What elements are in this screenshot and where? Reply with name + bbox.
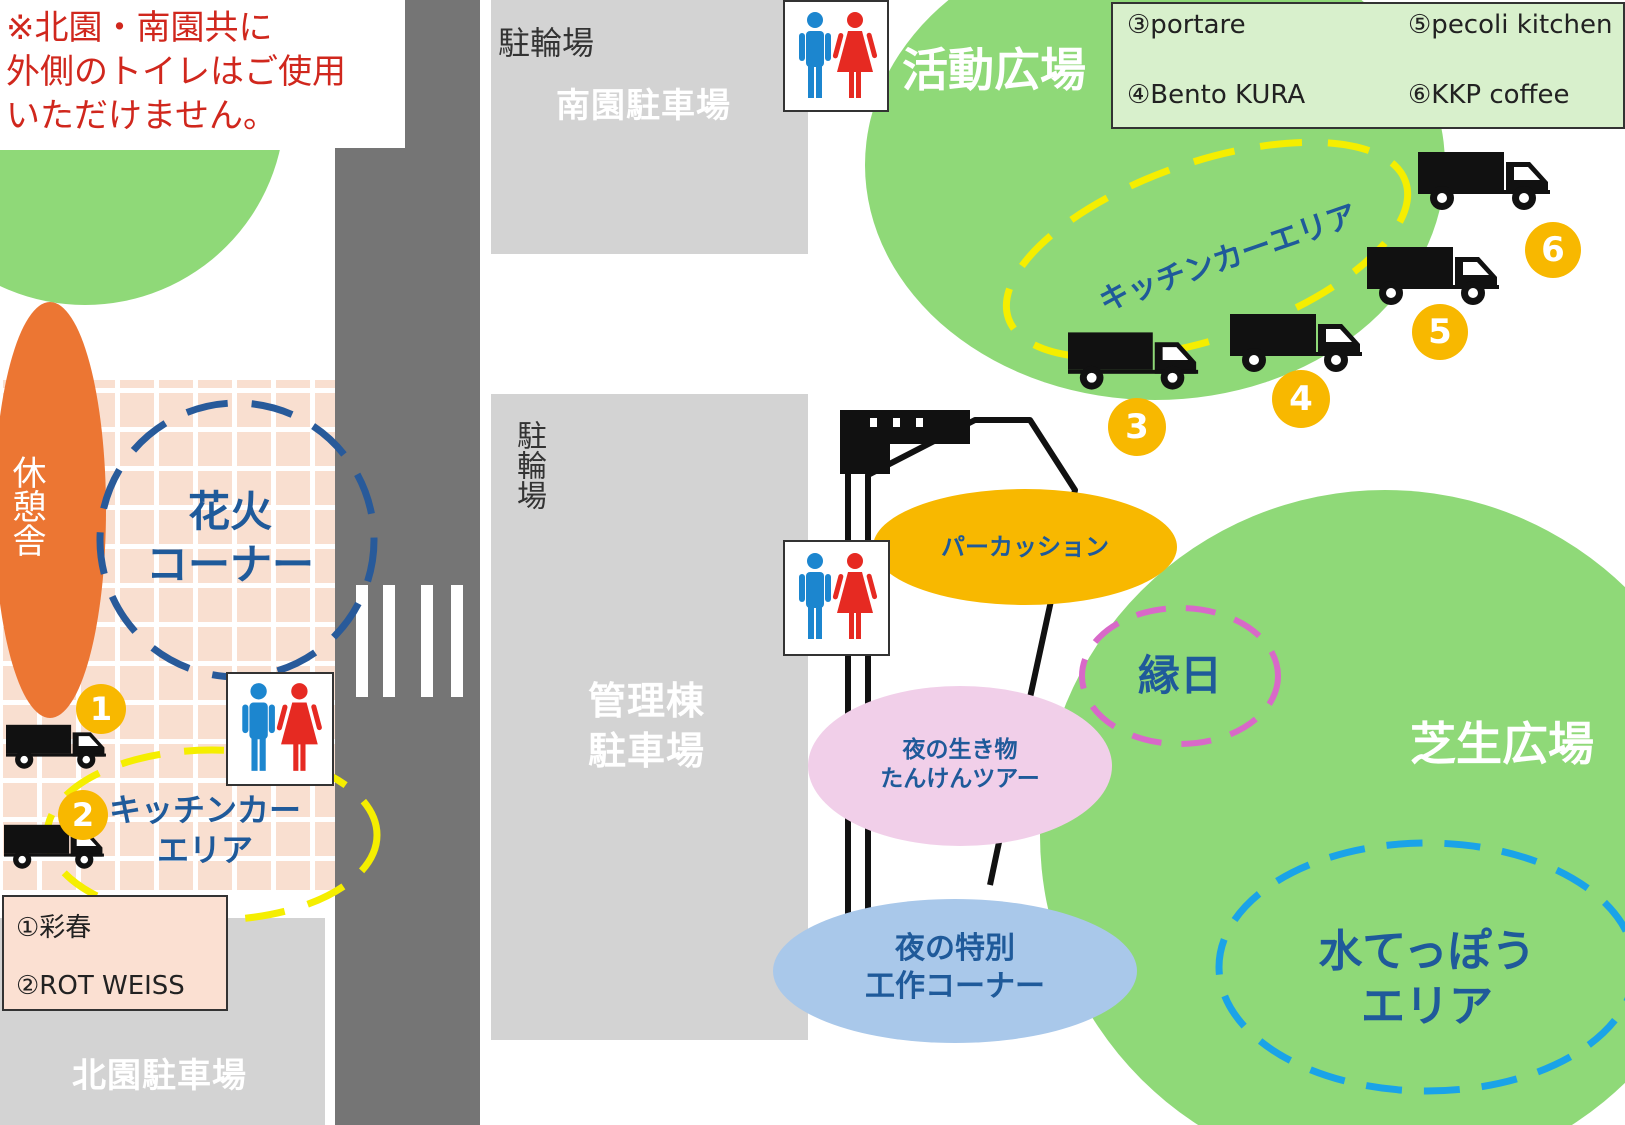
road-top (405, 0, 480, 150)
south-parking-lot (491, 0, 808, 254)
notice-line: ※北園・南園共に (6, 8, 273, 48)
rest-house-label: 休憩舎 (6, 455, 46, 557)
legend-item: ①彩春 (16, 913, 92, 943)
crosswalk-stripe (451, 585, 463, 697)
kitchen-car-legend-east: ③portare ⑤pecoli kitchen ④Bento KURA ⑥KK… (1111, 2, 1625, 129)
bicycle-parking-vertical-label: 駐輪場 (511, 420, 546, 510)
admin-building-roof (840, 410, 970, 444)
water-gun-area-label: 水てっぽう エリア (1318, 926, 1536, 1032)
kitchen-car-badge-2: 2 (58, 790, 108, 840)
kitchen-car-legend-west: ①彩春 ②ROT WEISS (2, 895, 228, 1011)
kitchen-car-west-label: キッチンカー エリア (108, 791, 301, 869)
night-creatures-area (808, 686, 1112, 846)
kitchen-car-icon (1367, 247, 1499, 305)
restroom-icon (785, 542, 885, 652)
kitchen-car-badge-3: 3 (1108, 398, 1166, 456)
kitchen-car-badge-5: 5 (1412, 304, 1468, 360)
crosswalk-stripe (383, 585, 395, 697)
lawn-plaza-label: 芝生広場 (1410, 717, 1594, 771)
north-parking-label: 北園駐車場 (72, 1056, 247, 1096)
admin-parking-lot (491, 394, 808, 1040)
kitchen-car-badge-1: 1 (76, 684, 126, 734)
admin-parking-label-line2: 駐車場 (588, 729, 706, 773)
rest-house (0, 302, 106, 718)
kitchen-car-badge-4: 4 (1272, 370, 1330, 428)
fireworks-corner-label: 花火 コーナー (145, 487, 314, 589)
legend-item: ④Bento KURA (1127, 80, 1306, 110)
ennichi-label: 縁日 (1137, 651, 1222, 700)
crosswalk-stripe (421, 585, 433, 697)
restroom-notice: ※北園・南園共に 外側のトイレはご使用 いただけません。 (0, 0, 405, 148)
legend-item: ⑥KKP coffee (1408, 80, 1570, 110)
south-parking-label: 南園駐車場 (556, 86, 731, 126)
legend-item: ⑤pecoli kitchen (1408, 10, 1613, 40)
admin-parking-label-line1: 管理棟 (588, 679, 706, 723)
ennichi-dashed-area (1079, 605, 1281, 747)
percussion-area (873, 489, 1177, 605)
water-gun-dashed-area (1215, 839, 1625, 1095)
restroom-north (226, 672, 334, 786)
restroom-admin (783, 540, 890, 656)
lawn-plaza-green (1040, 490, 1625, 1125)
notice-line: いただけません。 (6, 96, 277, 136)
crosswalk-stripe (356, 585, 368, 697)
restroom-top (783, 0, 889, 112)
notice-line: 外側のトイレはご使用 (6, 52, 346, 92)
activity-plaza-label: 活動広場 (902, 43, 1086, 97)
restroom-icon (785, 2, 885, 110)
main-road (335, 0, 480, 1125)
legend-item: ③portare (1127, 10, 1246, 40)
bicycle-parking-label: 駐輪場 (498, 24, 595, 62)
percussion-label: パーカッション (941, 533, 1109, 561)
night-craft-area (773, 899, 1137, 1043)
night-creatures-label: 夜の生き物 たんけんツアー (880, 737, 1040, 792)
legend-item: ②ROT WEISS (16, 971, 185, 1001)
restroom-icon (228, 674, 330, 782)
kitchen-car-icon (1418, 152, 1550, 210)
kitchen-car-badge-6: 6 (1525, 222, 1581, 278)
night-craft-label: 夜の特別 工作コーナー (865, 931, 1045, 1004)
